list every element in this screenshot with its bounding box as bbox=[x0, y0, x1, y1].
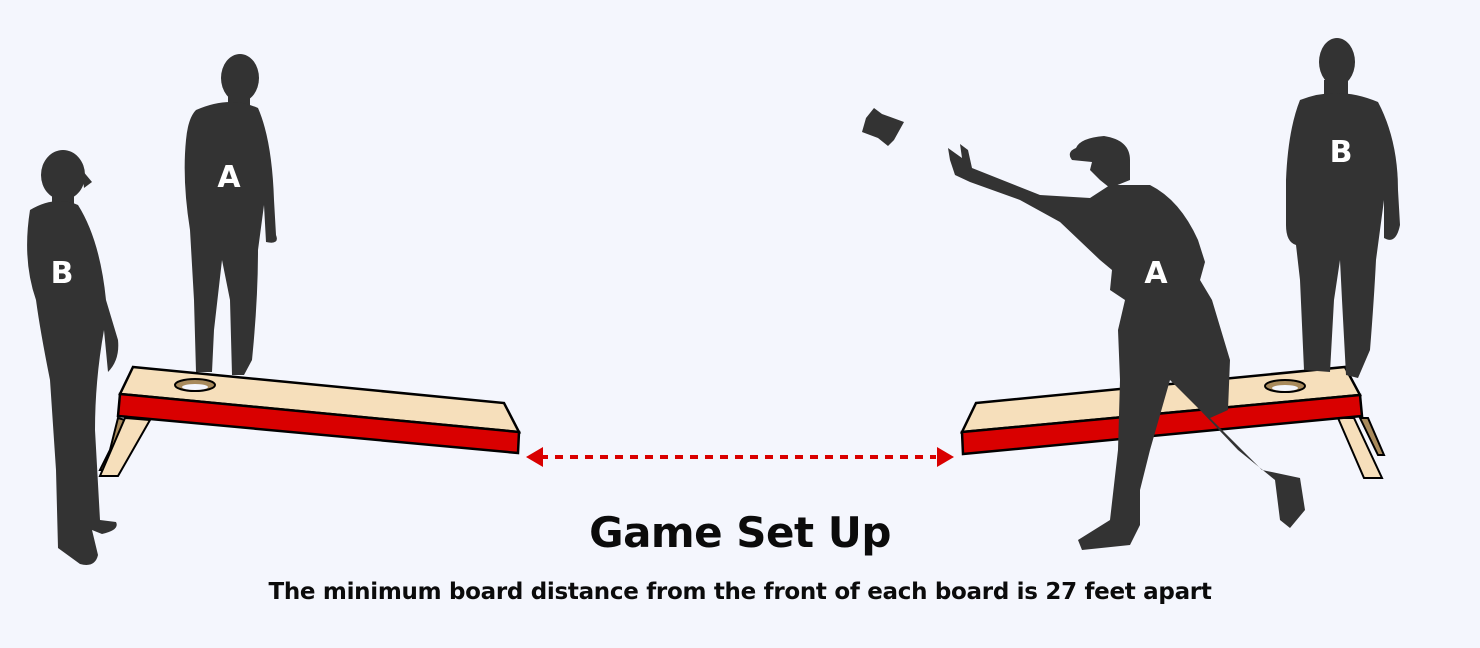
player-a-right-label: A bbox=[1144, 256, 1168, 291]
beanbag-icon bbox=[862, 108, 904, 146]
right-cornhole-board bbox=[959, 365, 1386, 479]
player-b-right: B bbox=[1286, 38, 1400, 378]
player-a-right: A bbox=[948, 136, 1305, 550]
left-board-side bbox=[116, 392, 521, 455]
arrowhead-left-icon bbox=[526, 447, 543, 467]
player-b-right-label: B bbox=[1330, 135, 1353, 170]
player-b-left: B bbox=[27, 150, 119, 565]
page-subtitle: The minimum board distance from the fron… bbox=[268, 579, 1212, 605]
distance-arrow bbox=[526, 447, 954, 467]
player-a-left: A bbox=[184, 54, 277, 375]
left-board-leg bbox=[98, 416, 152, 477]
left-cornhole-board bbox=[98, 365, 522, 477]
player-b-left-label: B bbox=[51, 256, 74, 291]
player-a-left-label: A bbox=[217, 160, 241, 195]
page-title: Game Set Up bbox=[589, 508, 891, 557]
arrowhead-right-icon bbox=[937, 447, 954, 467]
right-board-leg-back bbox=[1358, 417, 1386, 456]
